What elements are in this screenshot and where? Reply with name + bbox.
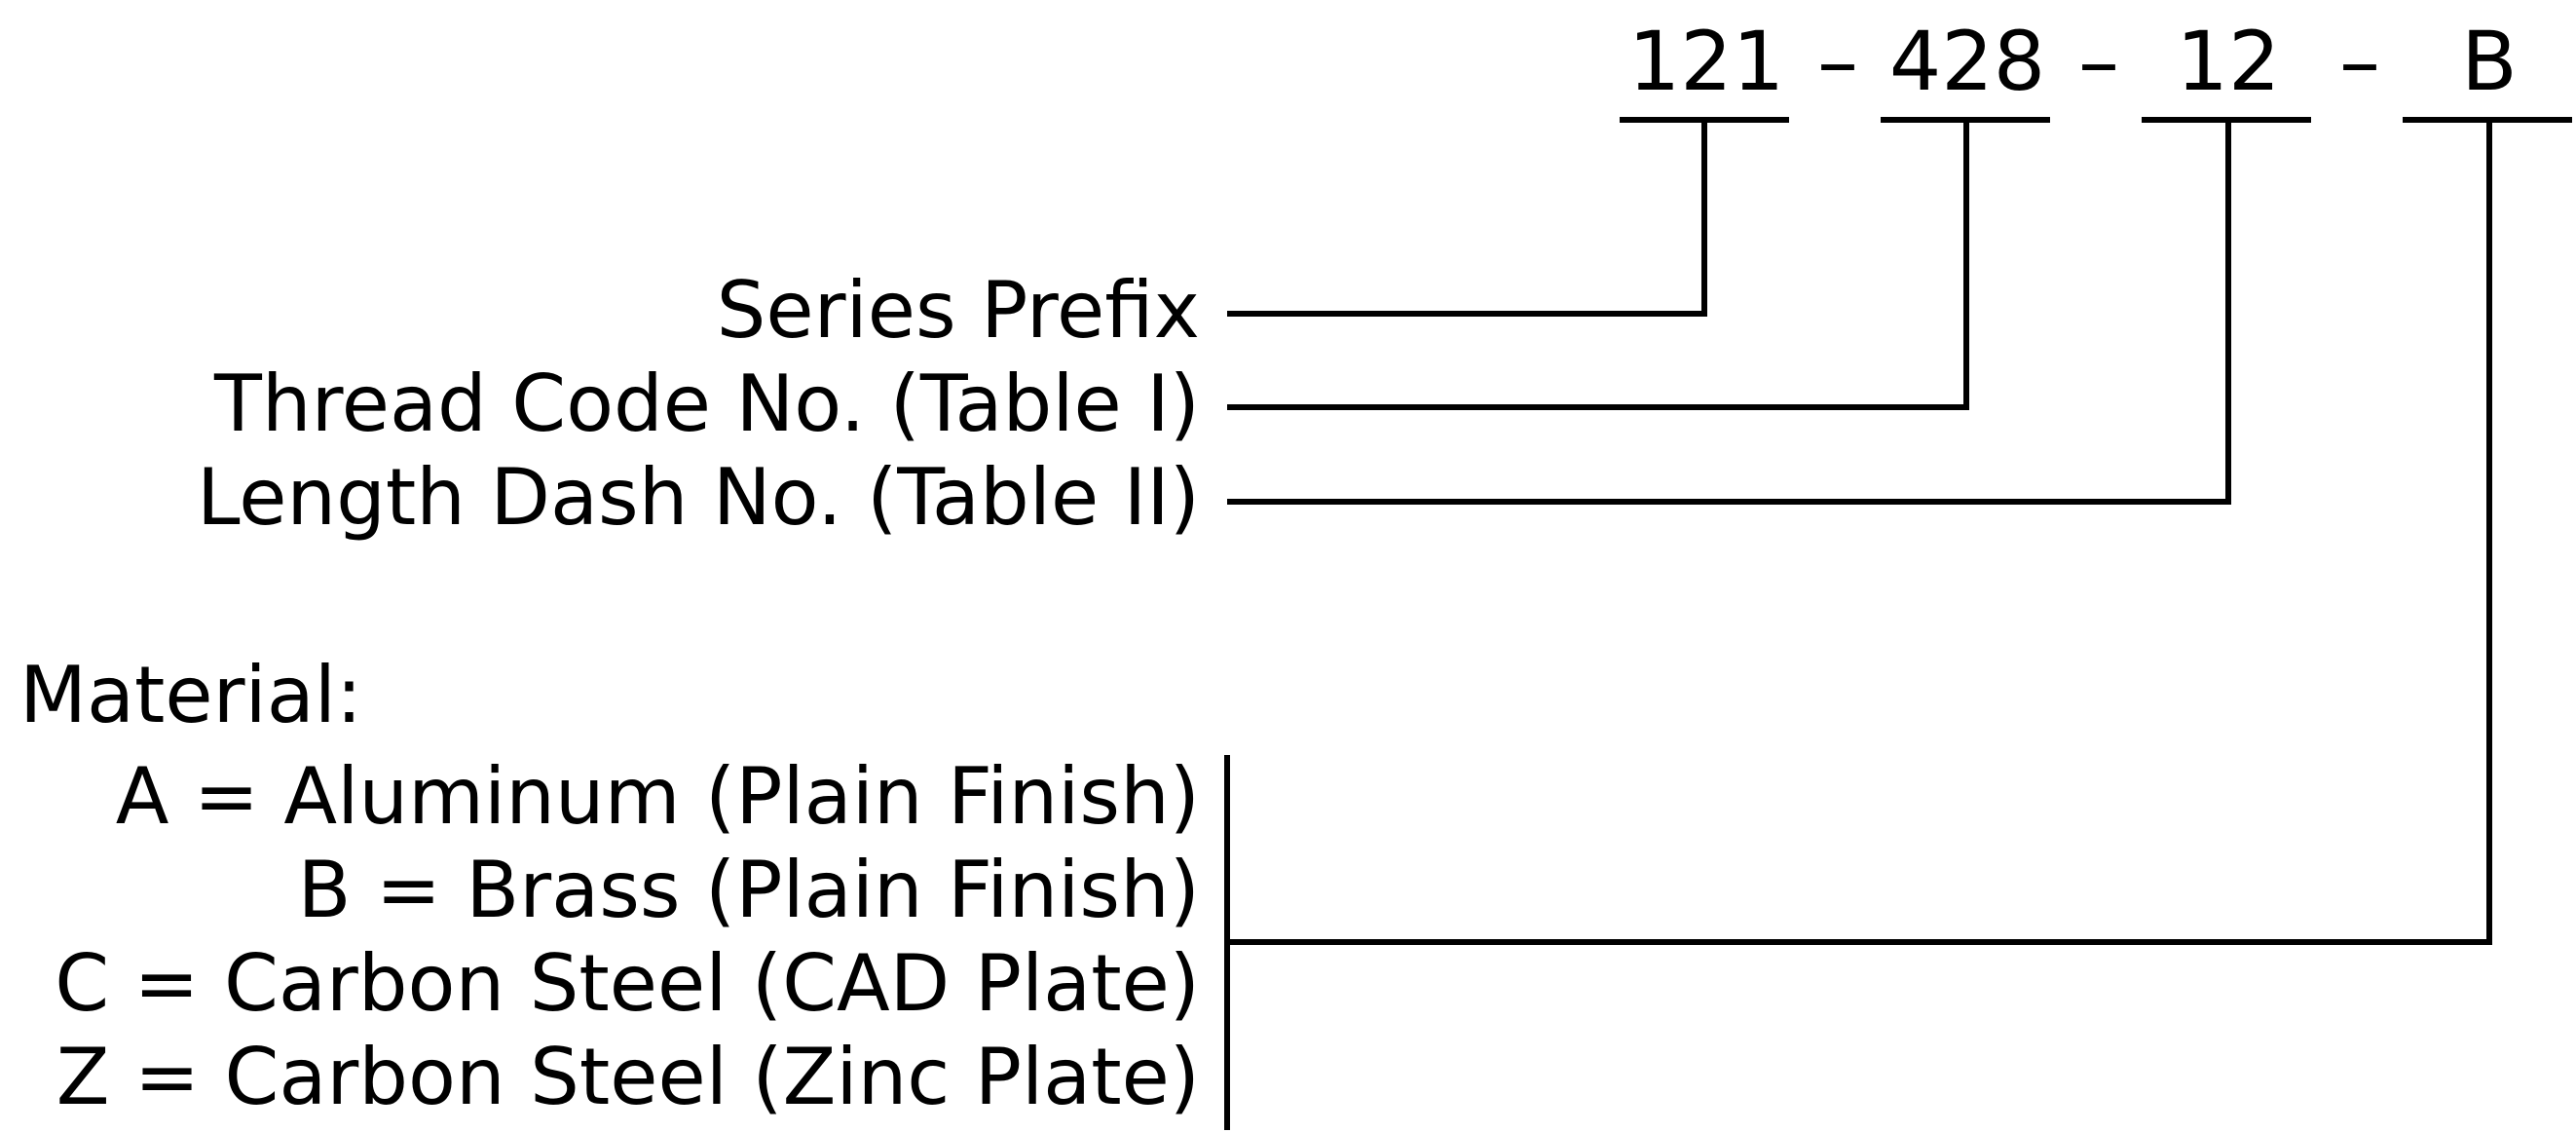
thread-code-label: Thread Code No. (Table I) bbox=[213, 359, 1200, 449]
series-connector bbox=[1227, 120, 1707, 317]
length-dash-label: Length Dash No. (Table II) bbox=[197, 452, 1200, 543]
series-prefix-label: Series Prefix bbox=[717, 265, 1200, 356]
separator-3: – bbox=[2339, 14, 2380, 109]
material-option-c: C = Carbon Steel (CAD Plate) bbox=[55, 938, 1200, 1029]
thread-connector bbox=[1227, 120, 1969, 410]
material-connector bbox=[1227, 120, 2492, 945]
material-heading: Material: bbox=[19, 650, 362, 740]
thread-code: 428 bbox=[1889, 14, 2045, 109]
material-code: B bbox=[2461, 14, 2518, 109]
material-option-b: B = Brass (Plain Finish) bbox=[298, 845, 1200, 935]
length-connector bbox=[1227, 120, 2231, 505]
series-code: 121 bbox=[1628, 14, 1784, 109]
separator-2: – bbox=[2078, 14, 2119, 109]
material-option-z: Z = Carbon Steel (Zinc Plate) bbox=[56, 1032, 1200, 1122]
separator-1: – bbox=[1817, 14, 1858, 109]
material-option-a: A = Aluminum (Plain Finish) bbox=[116, 751, 1200, 842]
length-code: 12 bbox=[2177, 14, 2281, 109]
